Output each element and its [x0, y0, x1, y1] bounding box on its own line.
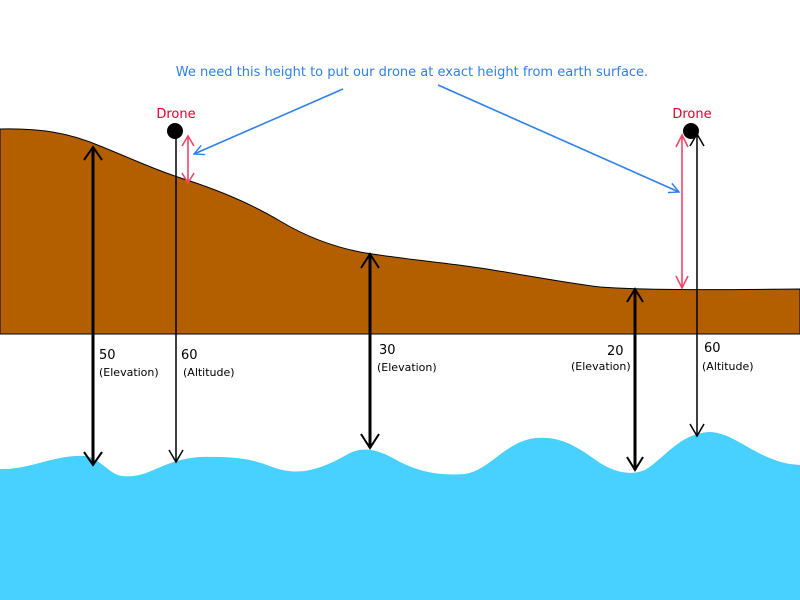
pointer-arrow-right	[437, 84, 679, 192]
pointer-arrow-left	[194, 88, 344, 154]
measure-value-elevation-20: 20	[607, 344, 624, 359]
diagram-caption: We need this height to put our drone at …	[176, 65, 648, 80]
drone-label-right: Drone	[672, 107, 711, 122]
measure-kind-elevation-30: (Elevation)	[377, 361, 437, 374]
measure-kind-altitude-60-right: (Altitude)	[702, 360, 754, 373]
drone-left-icon	[167, 123, 183, 139]
gap-arrow-right	[675, 133, 689, 290]
measure-line-elevation-50	[83, 145, 103, 467]
measure-line-elevation-20	[626, 287, 644, 472]
terrain-land	[0, 128, 800, 335]
measure-line-altitude-60-right	[689, 132, 705, 438]
water-surface	[0, 432, 800, 600]
drone-label-left: Drone	[156, 107, 195, 122]
measure-kind-elevation-20: (Elevation)	[571, 360, 631, 373]
measure-value-altitude-60-right: 60	[704, 341, 721, 356]
measure-line-elevation-30	[360, 252, 380, 450]
gap-arrow-left	[181, 134, 195, 185]
measure-line-altitude-60-left	[168, 134, 184, 464]
drone-right-icon	[683, 123, 699, 139]
measure-value-elevation-50: 50	[99, 348, 116, 363]
measure-kind-elevation-50: (Elevation)	[99, 366, 159, 379]
measure-kind-altitude-60-left: (Altitude)	[183, 366, 235, 379]
measure-value-elevation-30: 30	[379, 343, 396, 358]
measure-value-altitude-60-left: 60	[181, 348, 198, 363]
